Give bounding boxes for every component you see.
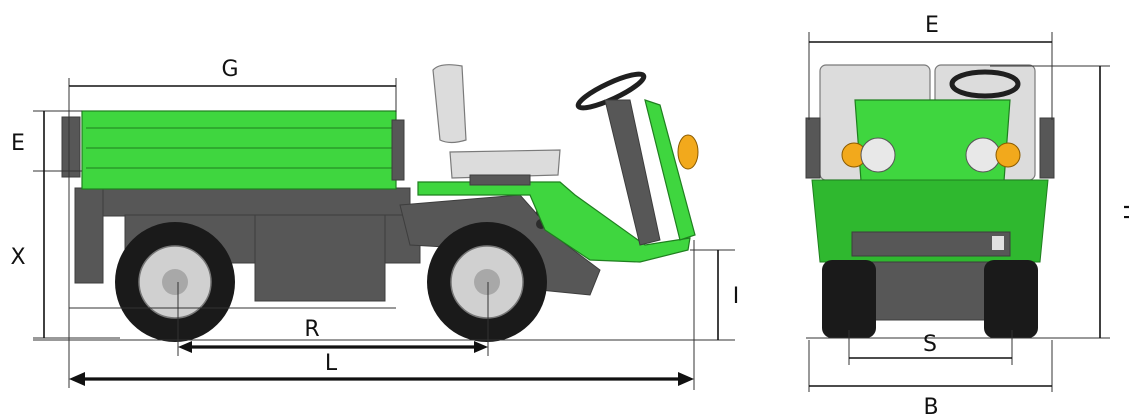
dim-E-side: E (11, 110, 82, 172)
dim-L-arrow-left (69, 372, 85, 386)
front-tire-right (984, 260, 1038, 338)
front-lamp-right-orange (995, 142, 1021, 168)
side-steering (575, 71, 699, 246)
dim-R-label: R (304, 317, 319, 342)
dim-I-label: I (733, 284, 740, 309)
front-tire-left (822, 260, 876, 338)
side-rear-wheel (115, 222, 235, 342)
dim-X: X (10, 171, 120, 339)
dim-R-arrow-right (474, 341, 488, 353)
steering-wheel (575, 71, 647, 111)
side-front-wheel (427, 222, 547, 342)
dim-G-label: G (221, 57, 238, 82)
dim-B: B (808, 340, 1053, 417)
dim-R: R (177, 282, 489, 356)
front-frame-left (805, 117, 821, 179)
side-cargo-box (61, 110, 405, 190)
front-undercarriage (871, 261, 991, 321)
seat-cushion (449, 149, 561, 179)
dim-E-front-label: E (925, 13, 939, 38)
side-view: G E X R (10, 57, 739, 390)
front-lamp-left (860, 137, 896, 173)
rear-bumper-post (74, 187, 104, 284)
front-lamp-right (965, 137, 1001, 173)
side-frame-rail (79, 187, 411, 217)
green-chassis-arm (417, 181, 691, 263)
front-hub (474, 269, 500, 295)
front-steering-wheel (949, 69, 1021, 99)
steering-column (604, 99, 661, 246)
cargo-box-side (81, 110, 397, 190)
dim-L-arrow-right (678, 372, 694, 386)
seat-base (469, 174, 531, 186)
dim-L: L (69, 240, 695, 390)
front-indicator-light (992, 236, 1004, 250)
seat-backrest (432, 64, 467, 144)
front-dash-panel (644, 99, 696, 241)
front-frame-right (1039, 117, 1055, 179)
dim-R-arrow-left (178, 341, 192, 353)
battery-box (254, 214, 386, 302)
front-view: E H S B (805, 13, 1129, 417)
side-headlamp (677, 134, 699, 170)
dim-S-label: S (923, 332, 937, 357)
cargo-latch-front (391, 119, 405, 181)
front-bumper-bar (851, 231, 1011, 257)
dim-X-label: X (10, 245, 25, 270)
dim-E-side-label: E (11, 131, 25, 156)
dim-L-label: L (325, 351, 338, 376)
side-seat (432, 64, 561, 186)
rear-hub (162, 269, 188, 295)
dim-H-label: H (1118, 204, 1129, 221)
cargo-latch-rear (61, 116, 81, 178)
dim-G: G (68, 57, 397, 112)
dim-E-front: E (808, 13, 1053, 120)
dim-B-label: B (923, 395, 938, 417)
dim-S: S (848, 330, 1013, 365)
dim-I: I (690, 249, 740, 340)
